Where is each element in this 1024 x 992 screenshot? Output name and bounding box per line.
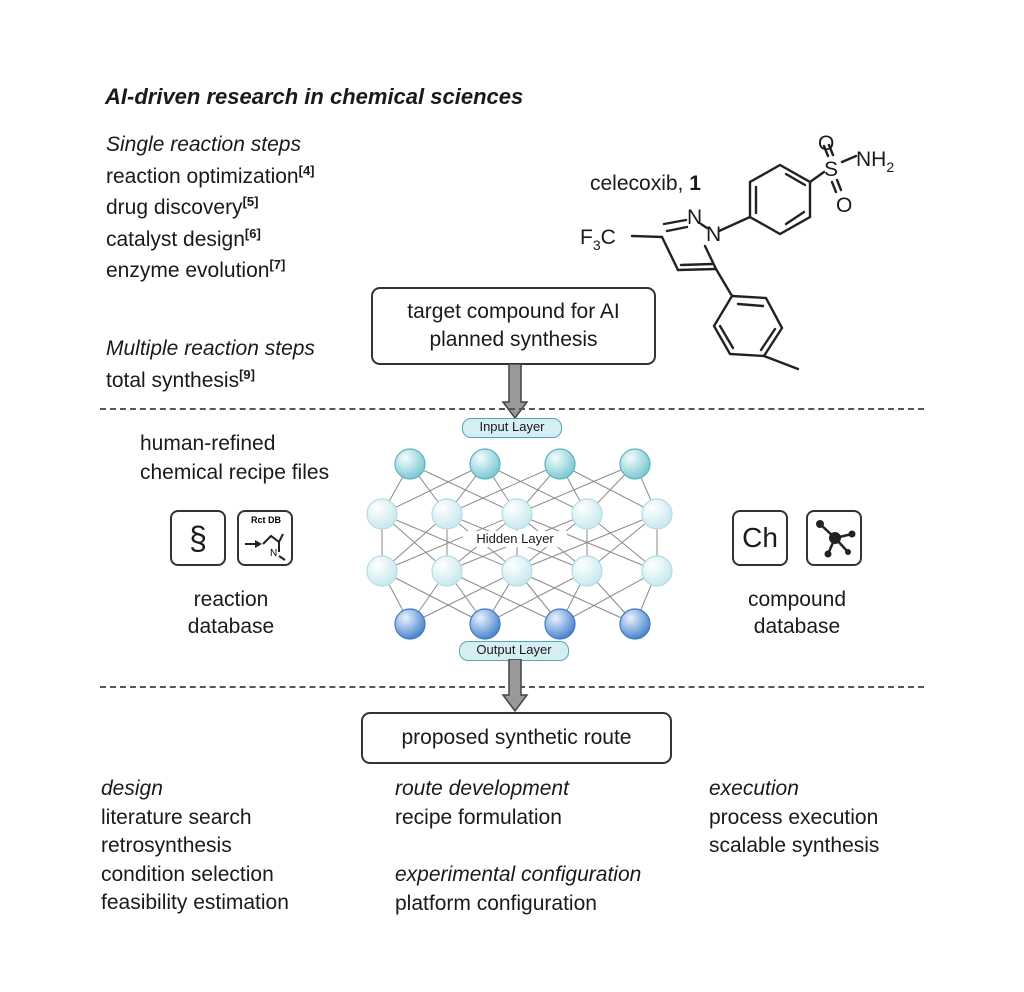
single-steps-heading: Single reaction steps: [106, 133, 301, 156]
proposed-route-box: proposed synthetic route: [361, 712, 672, 764]
network-edge: [446, 570, 561, 625]
experimental-configuration-column: experimental configuration platform conf…: [395, 861, 641, 918]
svg-text:Rct DB: Rct DB: [251, 515, 282, 525]
experimental-configuration-heading: experimental configuration: [395, 863, 642, 886]
nitrogen-2-label: N: [687, 206, 702, 229]
hidden-node: [431, 555, 463, 587]
execution-column: execution process execution scalable syn…: [709, 775, 879, 861]
hidden-node: [501, 555, 533, 587]
list-item: total synthesis[9]: [106, 366, 255, 392]
neural-network: [366, 448, 673, 640]
input-node: [469, 448, 501, 480]
network-edge: [381, 570, 486, 625]
input-node: [544, 448, 576, 480]
list-item: reaction optimization[4]: [106, 162, 315, 188]
molecule-graph-icon: [806, 510, 862, 566]
list-item: process execution: [709, 805, 879, 829]
reaction-database-label: reaction database: [187, 588, 275, 638]
execution-heading: execution: [709, 777, 799, 800]
list-item: feasibility estimation: [101, 891, 289, 914]
hidden-node: [501, 498, 533, 530]
figure-title: AI-driven research in chemical sciences: [105, 84, 524, 109]
target-compound-box: target compound for AI planned synthesis: [371, 287, 656, 365]
output-node: [544, 608, 576, 640]
list-item: platform configuration: [395, 891, 597, 915]
design-column: design literature search retrosynthesis …: [101, 775, 289, 918]
network-edge: [516, 570, 636, 625]
network-edge: [446, 463, 561, 515]
network-edge: [484, 463, 588, 515]
route-development-column: route development recipe formulation: [395, 775, 569, 832]
hidden-node: [431, 498, 463, 530]
list-item: literature search: [101, 805, 252, 829]
target-box-line2: planned synthesis: [429, 328, 598, 351]
svg-text:N: N: [270, 548, 277, 559]
list-item: retrosynthesis: [101, 834, 232, 857]
hidden-node: [366, 555, 398, 587]
list-item: recipe formulation: [395, 805, 562, 829]
trifluoromethyl-label: F3C: [580, 226, 616, 253]
multiple-steps-list: Multiple reaction steps total synthesis[…: [106, 333, 315, 396]
output-node: [394, 608, 426, 640]
compound-database-label: compound database: [747, 588, 847, 638]
molecule-name: celecoxib, 1: [590, 172, 701, 195]
hidden-layer-label: Hidden Layer: [463, 531, 567, 547]
nitrogen-1-label: N: [706, 223, 721, 246]
amine-label: NH2: [856, 148, 894, 175]
hidden-node: [571, 498, 603, 530]
list-item: catalyst design[6]: [106, 225, 261, 251]
network-edge: [516, 513, 658, 572]
input-node: [619, 448, 651, 480]
network-edge: [516, 463, 636, 515]
list-item: condition selection: [101, 862, 274, 886]
design-heading: design: [101, 777, 163, 800]
down-arrow-icon: [501, 364, 529, 420]
hidden-node: [641, 498, 673, 530]
network-edge: [409, 570, 518, 625]
reaction-db-icon: Rct DB N: [237, 510, 293, 566]
list-item: scalable synthesis: [709, 834, 880, 857]
section-divider-top: [100, 408, 924, 410]
network-edge: [381, 513, 518, 572]
network-edge: [559, 463, 658, 515]
hidden-node: [366, 498, 398, 530]
network-edge: [409, 463, 518, 515]
network-nodes: [366, 448, 673, 640]
down-arrow-icon: [501, 659, 529, 713]
network-edge: [381, 463, 486, 515]
target-box-line1: target compound for AI: [407, 300, 620, 323]
output-layer-label: Output Layer: [459, 641, 569, 661]
oxygen-top-label: O: [818, 132, 834, 155]
recipe-files-label: human-refined chemical recipe files: [140, 432, 330, 484]
hidden-node: [571, 555, 603, 587]
list-item: drug discovery[5]: [106, 194, 259, 219]
network-edge: [484, 570, 588, 625]
input-node: [394, 448, 426, 480]
list-item: enzyme evolution[7]: [106, 257, 286, 282]
single-steps-list: Single reaction steps reaction optimizat…: [106, 129, 315, 287]
hidden-node: [641, 555, 673, 587]
section-symbol-icon: §: [170, 510, 226, 566]
celecoxib-structure: celecoxib, 1 O S NH2 O N N F3C: [580, 132, 894, 371]
output-node: [469, 608, 501, 640]
output-node: [619, 608, 651, 640]
benzene-ring-top: [748, 163, 812, 236]
sulfur-label: S: [824, 158, 838, 181]
input-layer-label: Input Layer: [462, 418, 562, 438]
multiple-steps-heading: Multiple reaction steps: [106, 337, 315, 360]
oxygen-bottom-label: O: [836, 194, 852, 217]
route-development-heading: route development: [395, 777, 569, 800]
network-edge: [559, 570, 658, 625]
chemistry-symbol-icon: Ch: [732, 510, 788, 566]
